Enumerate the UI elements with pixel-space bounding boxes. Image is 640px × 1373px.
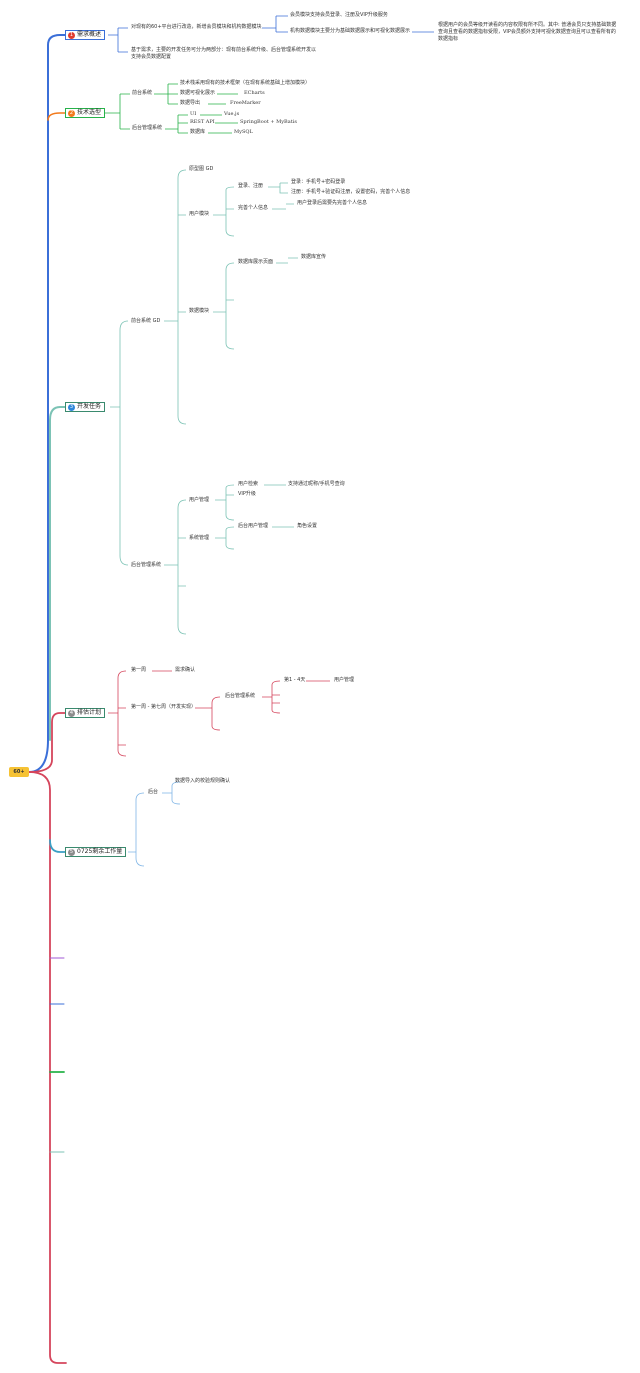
tech-db-mysql[interactable]: MySQL [234, 129, 253, 135]
dev-profile[interactable]: 完善个人信息 [238, 205, 269, 211]
dev-user-query[interactable]: 用户检索 [238, 481, 259, 487]
dev-profile-note[interactable]: 用户登录后需要先完善个人信息 [297, 200, 368, 206]
dev-login-register[interactable]: 登录、注册 [238, 183, 264, 189]
plan-admin[interactable]: 后台管理系统 [225, 693, 256, 699]
tech-ui[interactable]: UI [190, 111, 197, 117]
req-permission-note[interactable]: 根据用户的会员等级开读看的内容权限有所不同。其中: 普通会员只支持基础数据查询且… [438, 22, 617, 42]
dev-data-page[interactable]: 数据库展示页面 [238, 259, 274, 265]
dev-user-query-note[interactable]: 支持通过昵称/手机号查询 [288, 481, 345, 487]
remain-validation[interactable]: 数据导入的校验规则确认 [175, 778, 231, 784]
dev-admin-user[interactable]: 后台用户管理 [238, 523, 269, 529]
plan-week1[interactable]: 第一周 [131, 667, 147, 673]
trunk-red-down [28, 771, 67, 1364]
remain-backend[interactable]: 后台 [148, 789, 159, 795]
req-platform-upgrade[interactable]: 对现有的60+平台进行改造，新增会员模块和机构数据模块 [131, 24, 262, 30]
plan-week1-confirm[interactable]: 需求确认 [175, 667, 196, 673]
branch-label: 开发任务 [77, 403, 102, 410]
tech-viz[interactable]: 数据可视化展示 [180, 90, 216, 96]
dev-vip[interactable]: VIP升级 [238, 491, 256, 497]
number-badge: 4 [68, 710, 75, 717]
trunk-red [28, 712, 67, 773]
number-badge: 2 [68, 110, 75, 117]
number-badge: 1 [68, 32, 75, 39]
tech-admin[interactable]: 后台管理系统 [132, 125, 163, 131]
tech-front-stack[interactable]: 技术栈采用现有的技术框架（在现有系统基础上增加模块） [180, 80, 311, 86]
tech-export-freemarker[interactable]: FreeMarker [230, 100, 261, 106]
req-institution-data[interactable]: 机构数据模块主要分为基础数据展示和可视化数据展示 [290, 28, 411, 34]
dev-user-mgmt[interactable]: 用户管理 [189, 497, 210, 503]
dev-prototype[interactable]: 原型图 GD [189, 166, 214, 172]
dev-data-module[interactable]: 数据模块 [189, 308, 210, 314]
dev-register[interactable]: 注册：手机号+验证码注册，设置密码，完善个人信息 [291, 189, 411, 195]
number-badge: 5 [68, 849, 75, 856]
tech-rest[interactable]: REST API [190, 119, 215, 125]
trunk-orange [47, 112, 67, 121]
branch-label: 需求概述 [77, 31, 102, 38]
trunk-teal [49, 406, 67, 741]
req-member-module[interactable]: 会员模块支持会员登录、注册及VIP升级服务 [290, 12, 388, 18]
plan-weeks[interactable]: 第一周 - 第七周（开发实现） [131, 704, 196, 710]
dev-data-promo[interactable]: 数据库宣传 [301, 254, 327, 260]
trunk-blue [28, 34, 67, 773]
tech-export[interactable]: 数据导出 [180, 100, 201, 106]
dev-login[interactable]: 登录：手机号+密码登录 [291, 179, 346, 185]
tech-db[interactable]: 数据库 [190, 129, 206, 135]
tech-viz-echarts[interactable]: ECharts [244, 90, 265, 96]
number-badge: 3 [68, 404, 75, 411]
tech-ui-vue[interactable]: Vue.js [224, 111, 240, 117]
branch-label: 排估计划 [77, 709, 102, 716]
dev-role[interactable]: 角色设置 [297, 523, 318, 529]
branch-label: 技术选型 [77, 109, 102, 116]
tech-front[interactable]: 前台系统 [132, 90, 153, 96]
root-topic[interactable]: 60+ [9, 767, 29, 777]
tech-rest-spring[interactable]: SpringBoot + MyBatis [240, 119, 297, 125]
branch-label: 0725剩余工作量 [77, 848, 123, 855]
dev-sys-mgmt[interactable]: 系统管理 [189, 535, 210, 541]
dev-front[interactable]: 前台系统 GD [131, 318, 161, 324]
trunk-sky [49, 839, 67, 853]
dev-user-module[interactable]: 用户模块 [189, 211, 210, 217]
dev-admin[interactable]: 后台管理系统 [131, 562, 162, 568]
plan-days[interactable]: 第1 - 4天 [284, 677, 306, 683]
plan-days-user[interactable]: 用户管理 [334, 677, 355, 683]
req-dev-split[interactable]: 基于需求，主要的开发任务可分为两部分：现有前台系统升级、后台管理系统开发以支持会… [131, 47, 317, 60]
